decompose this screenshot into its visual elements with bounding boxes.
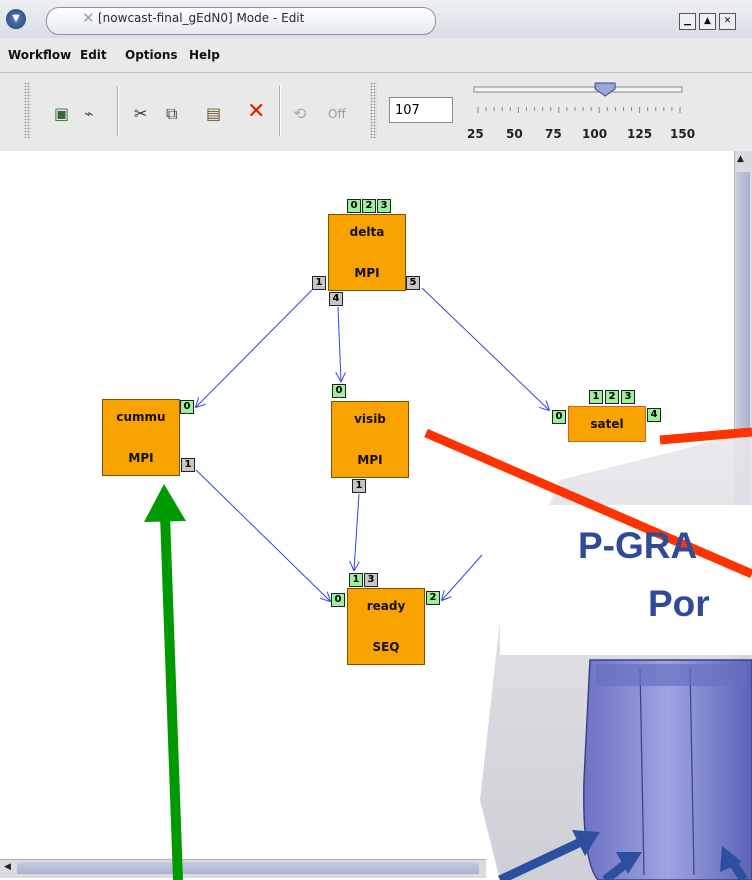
edge-delta-cummu	[196, 289, 313, 407]
cummu-out-port[interactable]: 1	[181, 458, 195, 472]
title-banner	[500, 505, 752, 655]
ready-in-port[interactable]: 3	[364, 573, 378, 587]
zoom-tick-label: 150	[670, 127, 696, 141]
cut-icon[interactable]: ✂	[134, 104, 148, 123]
zoom-tick-label: 25	[467, 127, 484, 141]
delta-out-port[interactable]: 1	[312, 276, 326, 290]
window-title: [nowcast-final_gEdN0] Mode - Edit	[98, 11, 305, 25]
off-toggle[interactable]: Off	[328, 107, 346, 121]
zoom-tick-label: 50	[506, 127, 523, 141]
job-name: cummu	[116, 410, 166, 424]
delta-out-port[interactable]: 5	[406, 276, 420, 290]
zoom-slider-track	[473, 86, 683, 93]
minimize-button[interactable]: ▁	[679, 13, 696, 30]
red-arrow	[659, 427, 752, 445]
satel-in-port[interactable]: 2	[605, 390, 619, 404]
toolbar-separator	[117, 86, 119, 136]
toolbar-grip[interactable]	[24, 82, 31, 138]
edge-cummu-ready	[195, 469, 330, 601]
satel-in-port[interactable]: 3	[621, 390, 635, 404]
zoom-slider[interactable]	[466, 80, 706, 126]
job-satel[interactable]: satel	[568, 406, 646, 442]
delta-in-port[interactable]: 2	[362, 199, 376, 213]
server-icon	[583, 659, 752, 880]
delta-in-port[interactable]: 3	[377, 199, 391, 213]
delete-icon[interactable]: ✕	[247, 99, 266, 124]
slide-title-line1: P-GRA	[578, 525, 698, 566]
zoom-input[interactable]	[389, 97, 453, 123]
job-name: satel	[590, 417, 624, 431]
ready-in-port[interactable]: 2	[426, 591, 440, 605]
ready-in-port[interactable]: 0	[331, 593, 345, 607]
job-cummu[interactable]: cummu MPI	[102, 399, 180, 476]
satel-in-port[interactable]: 1	[589, 390, 603, 404]
paste-icon[interactable]: ▤	[206, 104, 222, 123]
scroll-left-icon[interactable]: ◀	[4, 862, 11, 872]
job-name: delta	[349, 225, 385, 239]
ready-in-port[interactable]: 1	[349, 573, 363, 587]
edge-satel-ready	[442, 554, 483, 600]
zoom-slider-thumb	[594, 82, 616, 97]
scroll-up-icon[interactable]: ▲	[737, 154, 744, 164]
job-type: SEQ	[372, 640, 400, 654]
blue-arrow	[498, 835, 587, 880]
menu-options[interactable]: Options	[125, 48, 178, 62]
x-logo-icon: ✕	[82, 9, 95, 27]
copy-icon[interactable]: ⧉	[166, 104, 178, 123]
job-delta[interactable]: delta MPI	[328, 214, 406, 291]
red-arrow	[424, 428, 752, 579]
delta-in-port[interactable]: 0	[347, 199, 361, 213]
job-type: MPI	[128, 451, 154, 465]
menu-edit[interactable]: Edit	[80, 48, 107, 62]
zoom-tick-label: 125	[627, 127, 653, 141]
satel-in-port[interactable]: 0	[552, 410, 566, 424]
toolbar-grip[interactable]	[370, 82, 377, 138]
refresh-icon[interactable]: ⟲	[293, 104, 307, 123]
zoom-slider-ticks	[477, 107, 681, 113]
edge-delta-visib	[338, 306, 341, 381]
zoom-tick-label: 100	[582, 127, 608, 141]
cummu-in-port[interactable]: 0	[180, 400, 194, 414]
menu-workflow[interactable]: Workflow	[8, 48, 72, 62]
job-type: MPI	[357, 453, 383, 467]
delta-out-port[interactable]: 4	[329, 292, 343, 306]
visib-in-port[interactable]: 0	[332, 384, 346, 398]
job-visib[interactable]: visib MPI	[331, 401, 409, 478]
title-pill	[46, 7, 436, 35]
satel-out-port[interactable]: 4	[647, 408, 661, 422]
new-job-icon[interactable]: ▣	[54, 104, 70, 123]
window-menu-icon[interactable]: ▼	[6, 9, 26, 29]
edge-delta-satel	[421, 287, 549, 410]
new-port-icon[interactable]: ⌁	[84, 104, 94, 123]
slide-title-line2: Por	[648, 583, 710, 624]
zoom-tick-label: 75	[545, 127, 562, 141]
maximize-button[interactable]: ▲	[699, 13, 716, 30]
job-ready[interactable]: ready SEQ	[347, 588, 425, 665]
menu-bar	[0, 38, 752, 73]
green-arrow-head	[144, 484, 186, 522]
close-button[interactable]: ✕	[719, 13, 736, 30]
horizontal-scroll-thumb[interactable]	[17, 862, 479, 874]
job-name: ready	[366, 599, 406, 613]
job-type: MPI	[354, 266, 380, 280]
edge-visib-ready	[354, 493, 359, 570]
toolbar-separator	[279, 86, 281, 136]
menu-help[interactable]: Help	[189, 48, 220, 62]
job-name: visib	[354, 412, 386, 426]
green-arrow	[160, 514, 183, 880]
visib-out-port[interactable]: 1	[352, 479, 366, 493]
